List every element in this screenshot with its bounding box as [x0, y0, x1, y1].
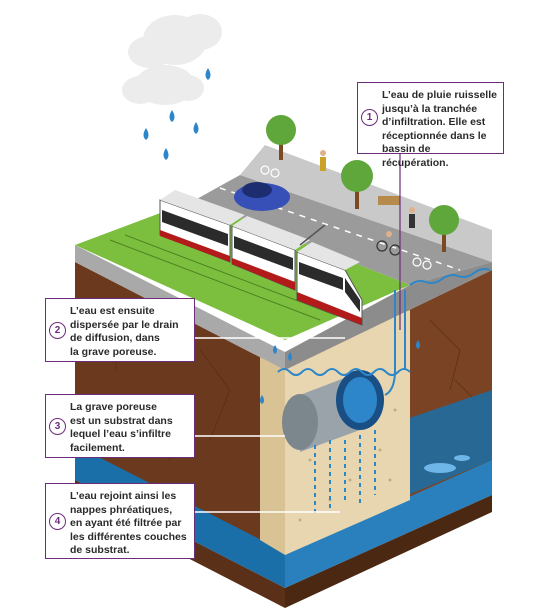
callout-3-number-badge: 3 — [49, 418, 66, 435]
callout-4-text: L’eau rejoint ainsi les nappes phréatiqu… — [70, 490, 187, 556]
pedestrian-icon — [409, 207, 415, 228]
rain-cloud-icon — [122, 14, 222, 105]
callout-3: 3 La grave poreuse est un substrat dans … — [45, 394, 195, 458]
rain-drops — [143, 68, 211, 160]
groundwater-right — [285, 460, 492, 588]
bedrock-right — [285, 495, 492, 608]
bike-lane-icon — [260, 165, 432, 270]
water-splash-icon — [424, 455, 470, 473]
callout-4-number-badge: 4 — [49, 513, 66, 530]
right-edge-top — [285, 262, 492, 370]
callout-3-text: La grave poreuse est un substrat dans le… — [70, 401, 173, 454]
runoff-water-line-right — [409, 268, 491, 286]
runoff-water-line — [277, 368, 411, 376]
callout-2-text: L’eau est ensuite dispersée par le drain… — [70, 305, 179, 358]
callout-2-number-badge: 2 — [49, 322, 66, 339]
callout-1-number-badge: 1 — [361, 109, 378, 126]
callout-1: 1 L’eau de pluie ruisselle jusqu’à la tr… — [357, 82, 504, 169]
pedestrian-icon — [320, 150, 326, 171]
callout-1-text: L’eau de pluie ruisselle jusqu’à la tran… — [382, 89, 497, 169]
bench-icon — [378, 196, 400, 205]
car-icon — [234, 182, 290, 211]
tram — [159, 190, 363, 326]
sidewalk-surface — [240, 145, 492, 262]
vertical-flow-lines — [384, 290, 406, 396]
infiltration-drops — [314, 430, 376, 515]
trench-side — [260, 348, 285, 555]
diffusion-drain-pipe — [282, 370, 384, 452]
callout-4: 4 L’eau rejoint ainsi les nappes phréati… — [45, 483, 195, 559]
soil-water-drops — [260, 340, 420, 404]
tree-icon — [429, 205, 459, 252]
callout-2: 2 L’eau est ensuite dispersée par le dra… — [45, 298, 195, 362]
tree-icon — [266, 115, 296, 160]
tree-icon — [341, 160, 373, 209]
